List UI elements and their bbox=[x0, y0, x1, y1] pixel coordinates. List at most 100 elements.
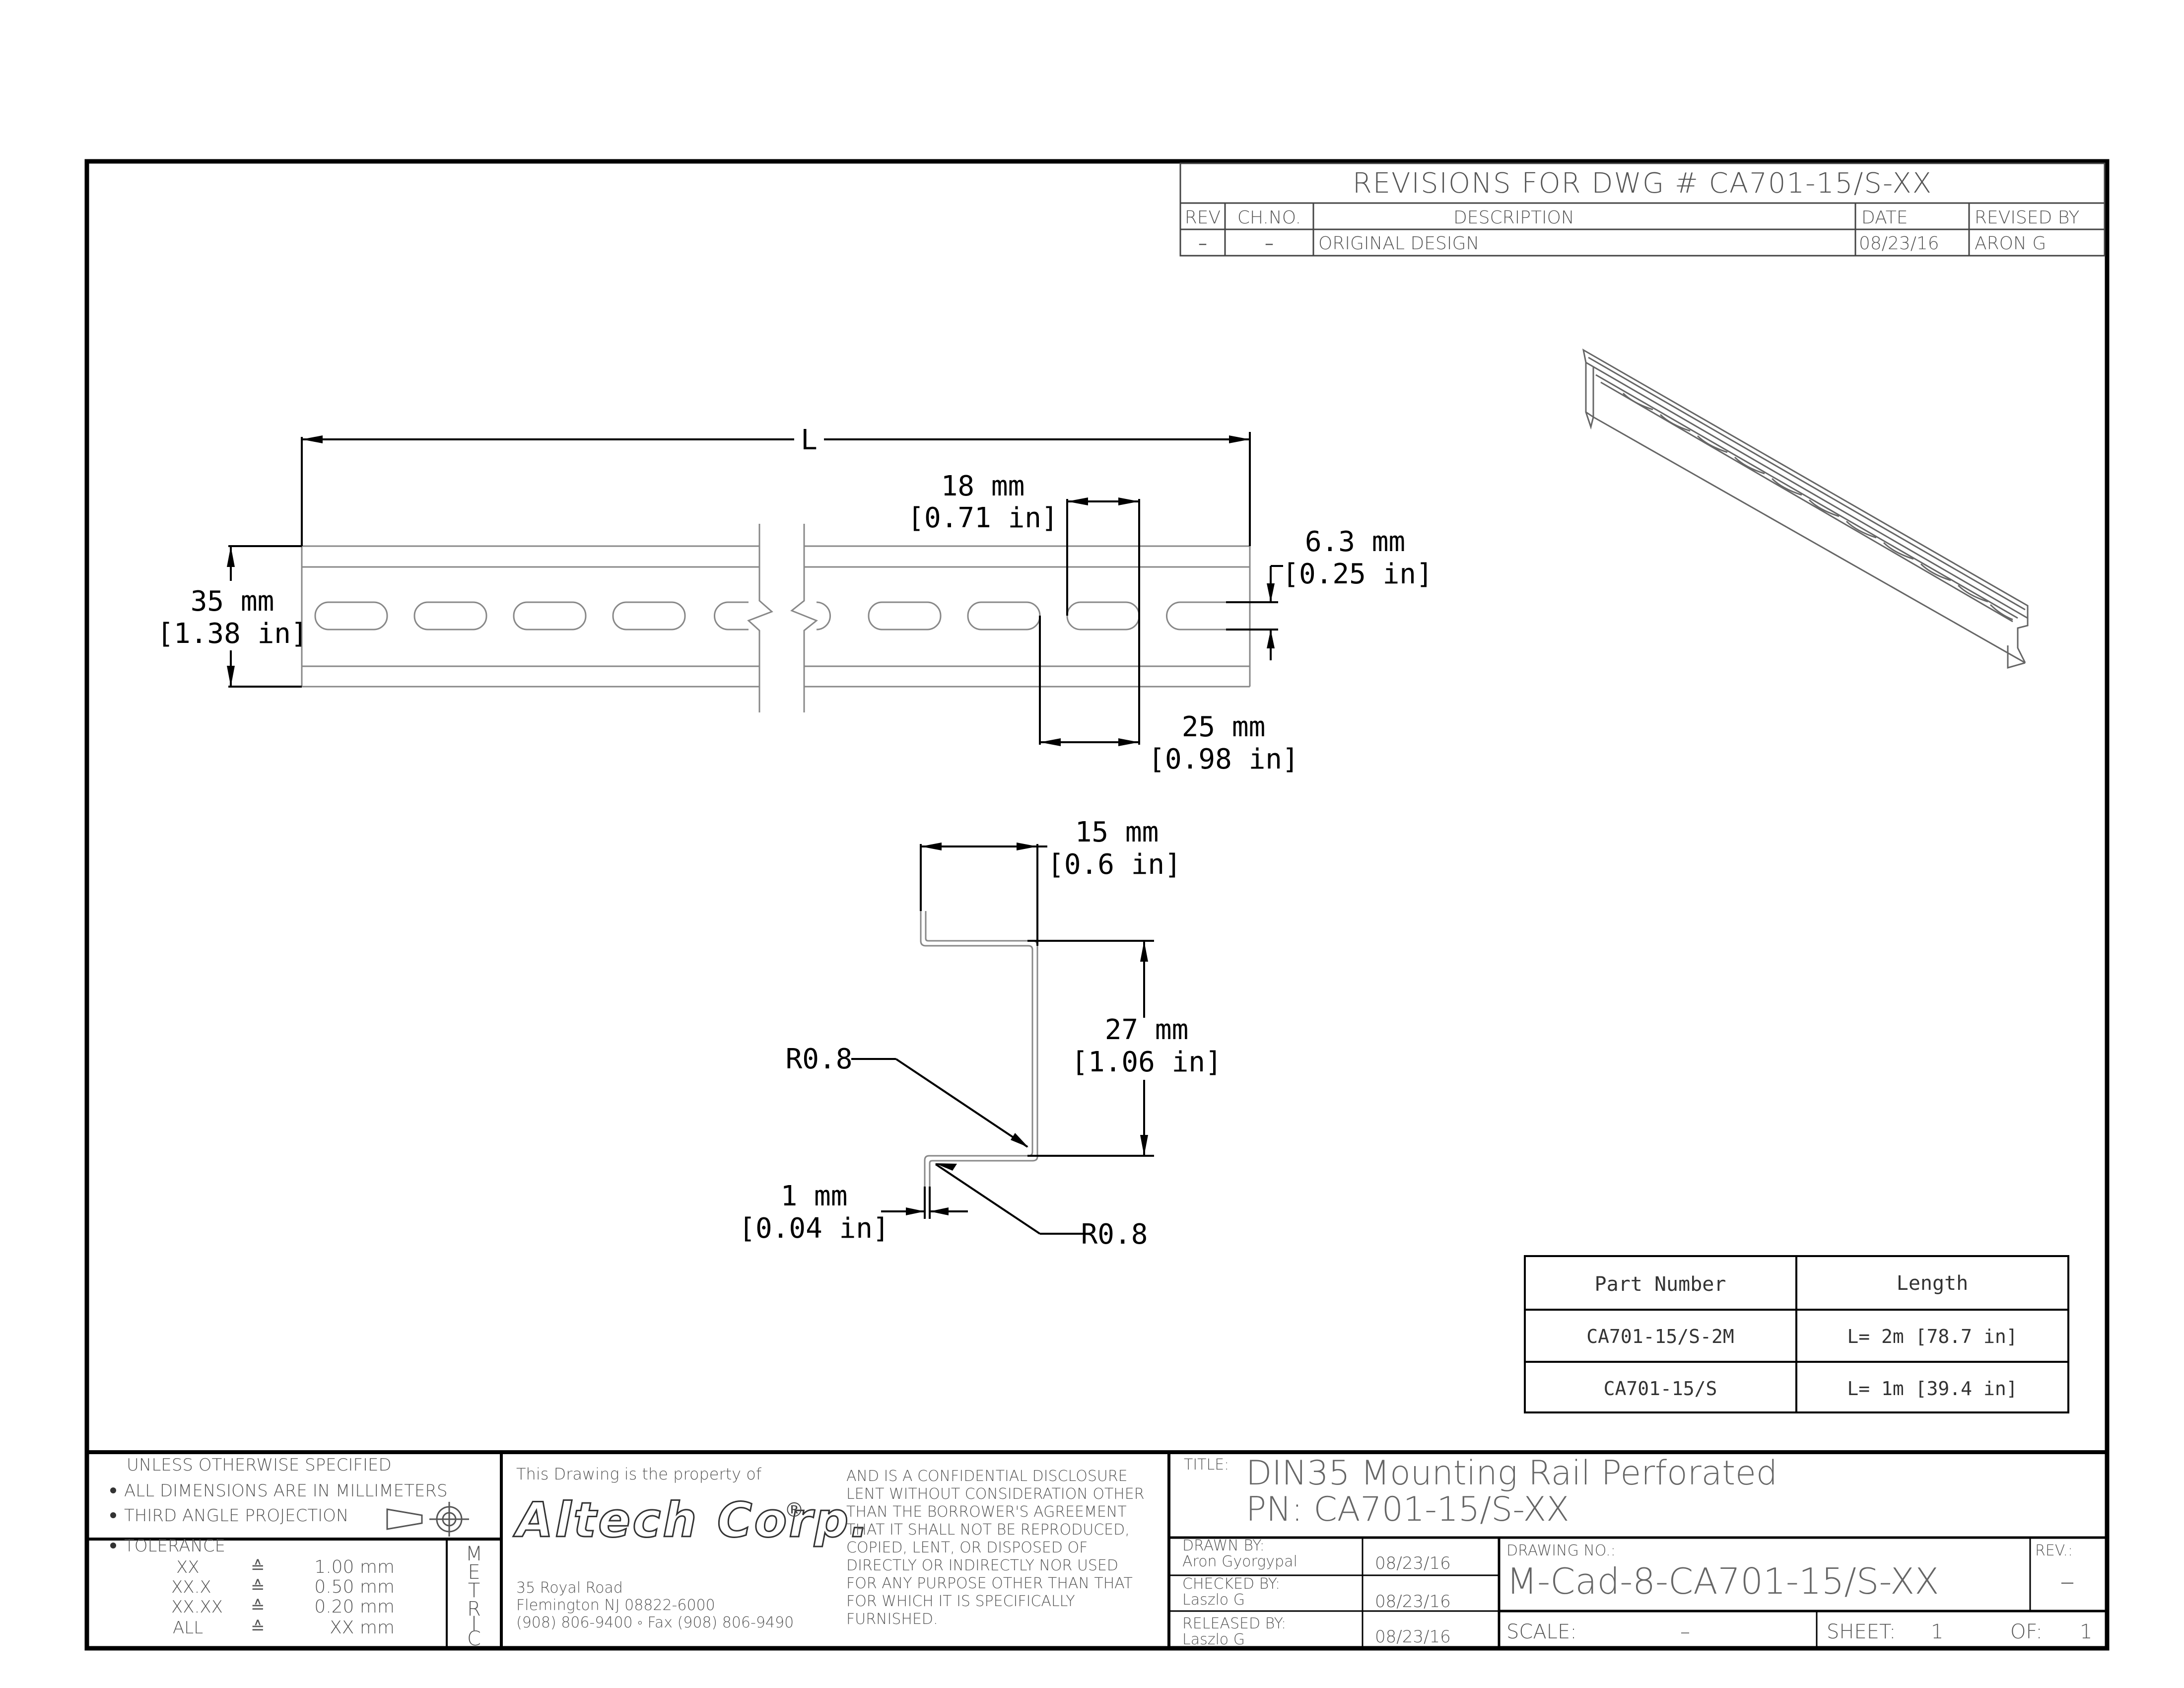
rev-header-description: DESCRIPTION bbox=[1453, 208, 1574, 228]
title-label: TITLE: bbox=[1184, 1456, 1229, 1474]
note-projection: THIRD ANGLE PROJECTION bbox=[124, 1506, 348, 1526]
length-label: L bbox=[801, 424, 818, 456]
disclosure-line-5: COPIED, LENT, OR DISPOSED OF bbox=[846, 1539, 1088, 1556]
tolerance-format-1: XX bbox=[176, 1557, 200, 1577]
rev-header-date: DATE bbox=[1861, 208, 1908, 228]
rev-header-revised-by: REVISED BY bbox=[1975, 208, 2079, 228]
released-by-label: RELEASED BY: bbox=[1182, 1615, 1286, 1632]
slot-width-mm-label: 6.3 mm bbox=[1305, 526, 1405, 558]
checked-by-name: Laszlo G bbox=[1182, 1591, 1245, 1609]
top-view-dimensions bbox=[228, 432, 1283, 745]
section-thickness-in-label: [0.04 in] bbox=[739, 1212, 889, 1245]
tolerance-symbol-3: ≙ bbox=[251, 1597, 265, 1617]
address-line-3: (908) 806-9400 ◦ Fax (908) 806-9490 bbox=[516, 1614, 794, 1631]
tolerance-symbol-4: ≙ bbox=[251, 1618, 265, 1638]
drawing-number-label: DRAWING NO.: bbox=[1506, 1542, 1616, 1559]
projection-symbol-icon bbox=[386, 1502, 469, 1537]
drawing-number: M-Cad-8-CA701-15/S-XX bbox=[1506, 1560, 1939, 1602]
note-bullet bbox=[110, 1512, 116, 1518]
tolerance-format-2: XX.X bbox=[171, 1577, 211, 1597]
radius-lower-label: R0.8 bbox=[1081, 1218, 1148, 1251]
disclosure-line-1: AND IS A CONFIDENTIAL DISCLOSURE bbox=[846, 1468, 1128, 1485]
part-table-row-2-length: L= 1m [39.4 in] bbox=[1847, 1378, 2017, 1400]
drawing-part-number: PN: CA701-15/S-XX bbox=[1246, 1490, 1570, 1529]
drawn-date: 08/23/16 bbox=[1375, 1553, 1451, 1573]
rev-row-description: ORIGINAL DESIGN bbox=[1318, 233, 1479, 254]
tolerance-value-2: 0.50 mm bbox=[314, 1577, 395, 1597]
scale-value: – bbox=[1680, 1620, 1690, 1643]
checked-by-label: CHECKED BY: bbox=[1182, 1575, 1280, 1593]
rev-row-revised-by: ARON G bbox=[1975, 233, 2046, 254]
tolerance-value-3: 0.20 mm bbox=[314, 1597, 395, 1617]
sheet-value: 1 bbox=[1931, 1620, 1943, 1643]
company-logo: Altech Corp. bbox=[513, 1492, 871, 1548]
section-height-in-label: [1.06 in] bbox=[1071, 1046, 1222, 1078]
section-thickness-mm-label: 1 mm bbox=[781, 1180, 848, 1212]
drawing-border bbox=[84, 159, 2110, 1651]
note-bullet bbox=[110, 1543, 116, 1548]
address-line-2: Flemington NJ 08822-6000 bbox=[516, 1597, 715, 1614]
metric-letter-i: I bbox=[471, 1613, 477, 1635]
drawing-title: DIN35 Mounting Rail Perforated bbox=[1246, 1454, 1777, 1493]
drawn-by-label: DRAWN BY: bbox=[1182, 1537, 1265, 1554]
property-note: This Drawing is the property of bbox=[516, 1465, 762, 1483]
rev-label: REV.: bbox=[2035, 1542, 2073, 1559]
rev-row-date: 08/23/16 bbox=[1859, 233, 1939, 254]
sheet-label: SHEET: bbox=[1827, 1620, 1896, 1643]
section-arrowheads bbox=[906, 843, 1148, 1215]
of-label: OF: bbox=[2010, 1620, 2043, 1643]
note-bullet bbox=[110, 1487, 116, 1493]
of-value: 1 bbox=[2080, 1620, 2092, 1643]
disclosure-line-3: THAN THE BORROWER'S AGREEMENT bbox=[846, 1503, 1127, 1521]
disclosure-line-9: FURNISHED. bbox=[846, 1611, 938, 1628]
part-table bbox=[1524, 1255, 2069, 1413]
rail-top-view bbox=[301, 524, 1251, 712]
height-mm-label: 35 mm bbox=[191, 585, 274, 618]
slot-width-in-label: [0.25 in] bbox=[1282, 558, 1433, 590]
rev-value: – bbox=[2060, 1564, 2075, 1599]
tolerance-value-4: XX mm bbox=[330, 1618, 395, 1638]
disclosure-line-6: DIRECTLY OR INDIRECTLY NOR USED bbox=[846, 1557, 1118, 1574]
note-dimensions: ALL DIMENSIONS ARE IN MILLIMETERS bbox=[124, 1481, 448, 1501]
disclosure-line-4: THAT IT SHALL NOT BE REPRODUCED, bbox=[846, 1521, 1130, 1539]
tolerance-symbol-2: ≙ bbox=[251, 1577, 265, 1597]
top-view-arrowheads bbox=[227, 435, 1275, 746]
metric-letter-t: T bbox=[468, 1579, 480, 1602]
tolerance-format-4: ALL bbox=[173, 1618, 203, 1638]
disclosure-line-8: FOR WHICH IT IS SPECIFICALLY bbox=[846, 1593, 1075, 1610]
part-table-row-1-part: CA701-15/S-2M bbox=[1586, 1326, 1734, 1347]
disclosure-line-2: LENT WITHOUT CONSIDERATION OTHER bbox=[846, 1485, 1145, 1503]
rev-row-rev: – bbox=[1198, 233, 1207, 254]
part-table-row-2-part: CA701-15/S bbox=[1604, 1378, 1717, 1400]
section-depth-mm-label: 15 mm bbox=[1075, 816, 1159, 848]
pitch-in-label: [0.98 in] bbox=[1148, 743, 1298, 775]
registered-mark: ® bbox=[784, 1499, 804, 1522]
tolerance-label: TOLERANCE bbox=[124, 1536, 225, 1556]
revisions-title: REVISIONS FOR DWG # CA701-15/S-XX bbox=[1353, 167, 1932, 200]
rev-row-chno: – bbox=[1265, 233, 1274, 254]
revisions-table bbox=[1179, 162, 2106, 257]
section-depth-in-label: [0.6 in] bbox=[1047, 848, 1181, 881]
radius-upper-label: R0.8 bbox=[786, 1043, 853, 1075]
address-line-1: 35 Royal Road bbox=[516, 1579, 623, 1597]
isometric-slots bbox=[1622, 392, 2013, 621]
rail-section-profile bbox=[920, 911, 1038, 1211]
slot-length-mm-label: 18 mm bbox=[941, 470, 1025, 502]
tolerance-format-3: XX.XX bbox=[171, 1597, 223, 1617]
height-in-label: [1.38 in] bbox=[157, 618, 307, 650]
metric-letter-r: R bbox=[467, 1598, 481, 1620]
unless-specified-note: UNLESS OTHERWISE SPECIFIED bbox=[127, 1455, 392, 1475]
metric-letter-m: M bbox=[466, 1543, 483, 1565]
drawn-by-name: Aron Gyorgypal bbox=[1182, 1553, 1297, 1570]
part-table-row-1-length: L= 2m [78.7 in] bbox=[1847, 1326, 2017, 1347]
scale-label: SCALE: bbox=[1506, 1620, 1577, 1643]
disclosure-line-7: FOR ANY PURPOSE OTHER THAN THAT bbox=[846, 1575, 1133, 1592]
released-date: 08/23/16 bbox=[1375, 1627, 1451, 1647]
tolerance-value-1: 1.00 mm bbox=[314, 1557, 395, 1577]
rev-header-chno: CH.NO. bbox=[1237, 208, 1301, 228]
tolerance-symbol-1: ≙ bbox=[251, 1557, 265, 1577]
rail-isometric-view bbox=[1582, 349, 2029, 669]
rev-header-rev: REV bbox=[1185, 208, 1221, 228]
metric-letter-c: C bbox=[467, 1627, 481, 1650]
